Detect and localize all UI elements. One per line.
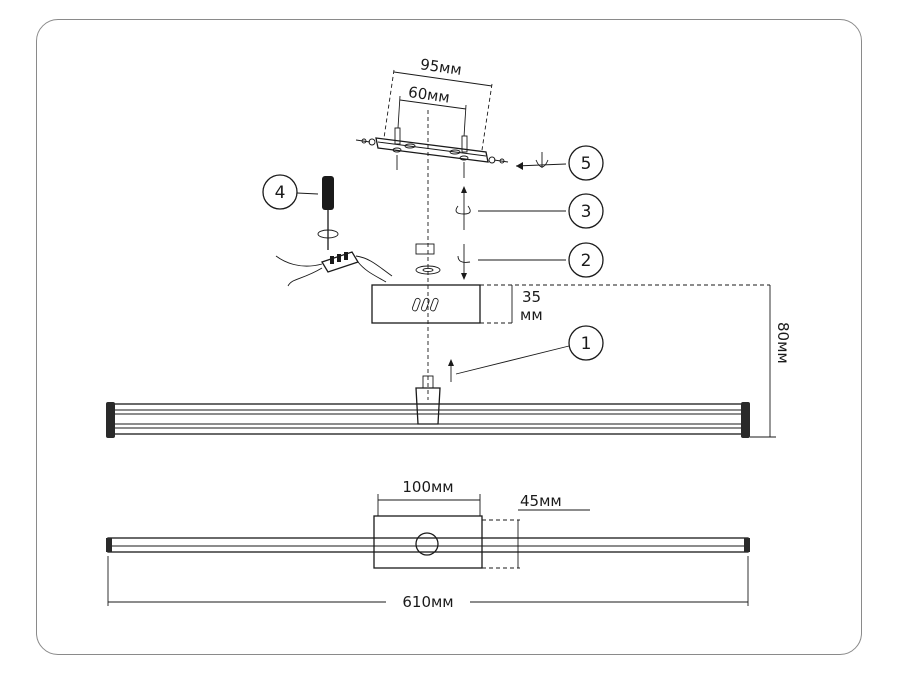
dim-35-unit: мм: [520, 306, 543, 324]
dim-80-label: 80мм: [774, 322, 792, 364]
nut: [415, 243, 435, 255]
end-cap-top-right: [744, 538, 750, 552]
svg-text:1: 1: [581, 334, 592, 354]
callout-2: 2: [415, 242, 604, 280]
wires: [275, 255, 393, 287]
svg-text:5: 5: [581, 154, 592, 174]
end-cap-right: [741, 402, 750, 438]
dim-60-label: 60мм: [407, 83, 451, 107]
dim-95-ext-left: [383, 69, 395, 139]
dim-60-line: [399, 99, 467, 110]
svg-text:4: 4: [275, 183, 286, 203]
dim-100-label: 100мм: [402, 478, 453, 496]
dim-45-label: 45мм: [520, 492, 562, 510]
end-cap-left: [106, 402, 115, 438]
svg-text:2: 2: [581, 251, 592, 271]
callout-1: 1: [448, 325, 604, 382]
screwdriver-handle: [322, 176, 334, 210]
junction-box: 35 мм: [371, 284, 770, 324]
dim-60-ext-left: [397, 95, 401, 129]
svg-text:3: 3: [581, 202, 592, 222]
rotate-icon-3: [455, 205, 471, 215]
dim-95-ext-right: [481, 83, 493, 151]
mount-plate: [373, 515, 483, 569]
dim-35-value: 35: [522, 288, 541, 306]
lamp-top-body: [107, 537, 749, 553]
lamp-top-view: 100мм 45мм 610мм: [106, 478, 750, 611]
dim-60-ext-right: [463, 104, 467, 138]
dim-610-label: 610мм: [402, 593, 453, 611]
mounting-bracket: 95мм 60мм: [355, 55, 509, 178]
callout-4: 4: [262, 174, 393, 287]
callout-5: 5: [515, 145, 604, 181]
end-cap-top-left: [106, 538, 112, 552]
dim-95-line: [393, 71, 493, 87]
washer: [415, 265, 441, 275]
bracket-plate: [375, 137, 489, 163]
mount-hole: [415, 532, 439, 556]
diagram-frame: [36, 19, 862, 655]
lamp-body: [107, 403, 749, 435]
terminal-block: [321, 251, 359, 273]
lamp-side-view: 80мм: [106, 285, 792, 438]
rotate-icon-2: [457, 255, 471, 263]
rotate-icon-5: [535, 152, 549, 168]
callout-3: 3: [455, 186, 604, 230]
dim-95-label: 95мм: [419, 55, 463, 79]
